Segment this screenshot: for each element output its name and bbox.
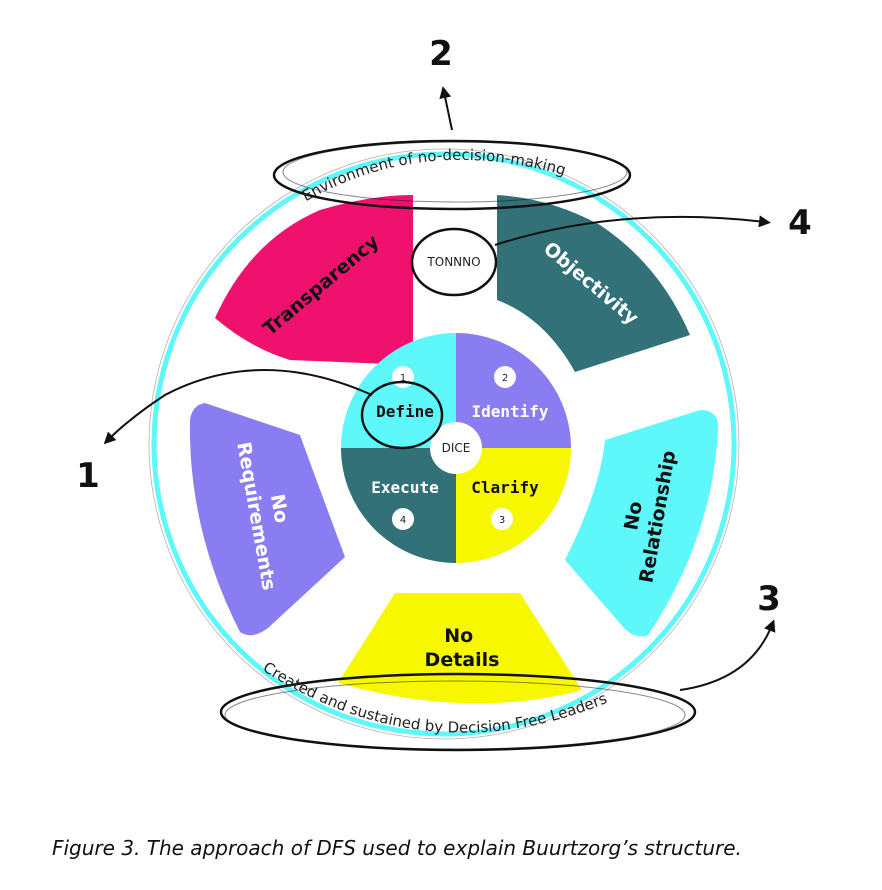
segment-transparency (215, 195, 413, 365)
tonnno-ellipse (410, 227, 498, 297)
segment-no-details-label: No Details (425, 625, 500, 671)
no-requirements-line1: No (266, 492, 293, 524)
arc-top-text: Environment of no-decision-making (299, 146, 568, 205)
tonnno-label: TONNNO (426, 255, 480, 269)
top-ellipse-sketch (282, 141, 628, 203)
top-ellipse (272, 139, 632, 211)
dice-step-3-badge (491, 508, 513, 530)
dice-define-label: Define (376, 402, 434, 421)
dice-quadrant-define (341, 333, 456, 448)
dice-step-4-badge (392, 508, 414, 530)
dice-execute-label: Execute (371, 478, 438, 497)
dice-step-4: 4 (400, 515, 406, 526)
no-details-line1: No (444, 625, 473, 647)
bottom-ellipse-sketch (224, 680, 686, 750)
no-relationship-line1: No (620, 500, 647, 532)
segment-objectivity (497, 195, 690, 372)
dice-quadrant-clarify (456, 448, 571, 563)
dice-step-2: 2 (502, 373, 508, 384)
dice-quadrant-execute (341, 448, 456, 563)
dice-step-1: 1 (400, 373, 406, 384)
no-details-line2: Details (425, 649, 500, 671)
arrow-3 (679, 619, 776, 691)
bottom-ellipse (219, 672, 697, 752)
dice-step-3: 3 (499, 515, 505, 526)
dice-wheel: Define Identify Clarify Execute 1 2 3 4 … (341, 333, 571, 563)
outer-ring-sketch (148, 148, 740, 740)
arrow-1 (103, 369, 373, 445)
figure-caption: Figure 3. The approach of DFS used to ex… (52, 836, 742, 860)
callout-1: 1 (76, 456, 100, 496)
callout-4: 4 (788, 203, 812, 243)
arc-top-textpath: Environment of no-decision-making (299, 146, 568, 205)
arrow-4 (494, 215, 771, 246)
callout-2: 2 (429, 34, 453, 74)
dice-center-label: DICE (442, 441, 471, 455)
segment-no-relationship (565, 410, 719, 637)
dfs-diagram: Transparency Objectivity No Requirements… (76, 34, 812, 752)
segment-no-requirements (189, 403, 345, 636)
outer-ring (151, 151, 737, 737)
dice-center (430, 422, 482, 474)
dice-clarify-label: Clarify (471, 478, 539, 497)
define-highlight-ellipse (360, 380, 444, 450)
dice-quadrant-identify (456, 333, 571, 448)
dice-step-2-badge (494, 366, 516, 388)
arrow-2 (439, 86, 453, 131)
callout-3: 3 (757, 579, 781, 619)
dice-identify-label: Identify (471, 402, 548, 421)
